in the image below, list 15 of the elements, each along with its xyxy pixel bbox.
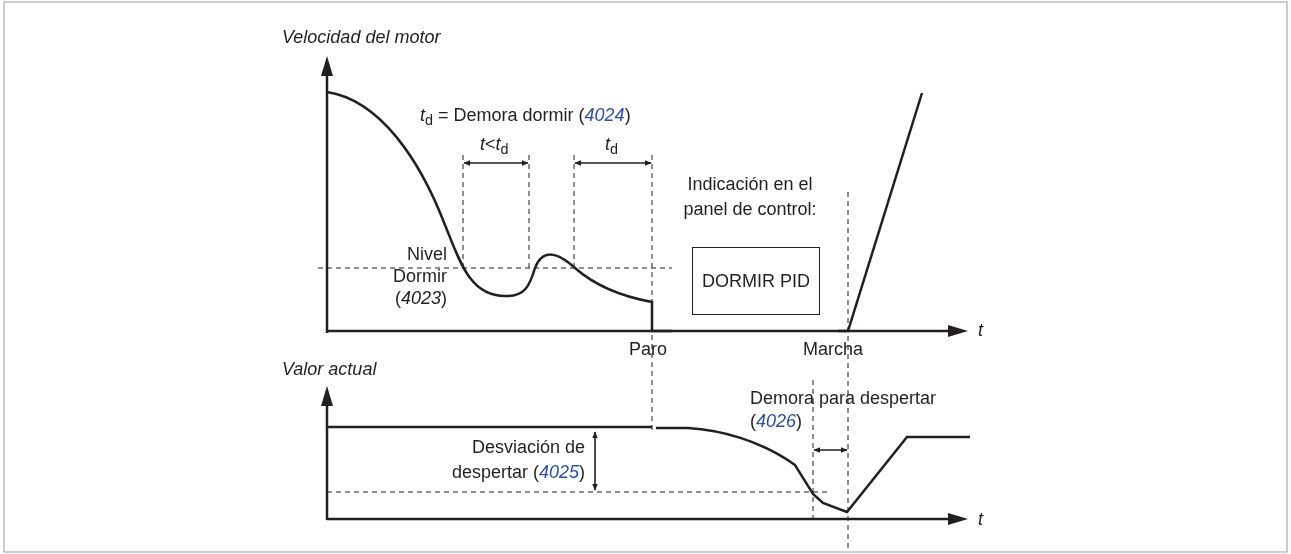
event-label: Marcha xyxy=(803,338,864,360)
axis-label: t xyxy=(978,508,983,530)
interval-label: t$_{d}$ xyxy=(605,133,619,155)
event-label: Paro xyxy=(629,338,668,360)
display-box xyxy=(692,247,820,315)
level-label: Nivel Dormir (4023) xyxy=(392,243,447,309)
deviation-label: Desviación de despertar (4025) xyxy=(450,436,585,484)
display-text: DORMIR PID xyxy=(702,269,810,293)
panel-note: Indicación en el panel de control: xyxy=(682,173,818,221)
definition-note: t$_{d}$ = Demora dormir (4024) xyxy=(420,104,631,126)
axis-title: Velocidad del motor xyxy=(282,26,441,48)
interval-label: t<t$_{d}$ xyxy=(480,133,509,155)
axis-label: t xyxy=(978,319,983,341)
axis-title: Valor actual xyxy=(282,358,377,380)
delay-label: Demora para despertar (4026) xyxy=(750,387,938,433)
